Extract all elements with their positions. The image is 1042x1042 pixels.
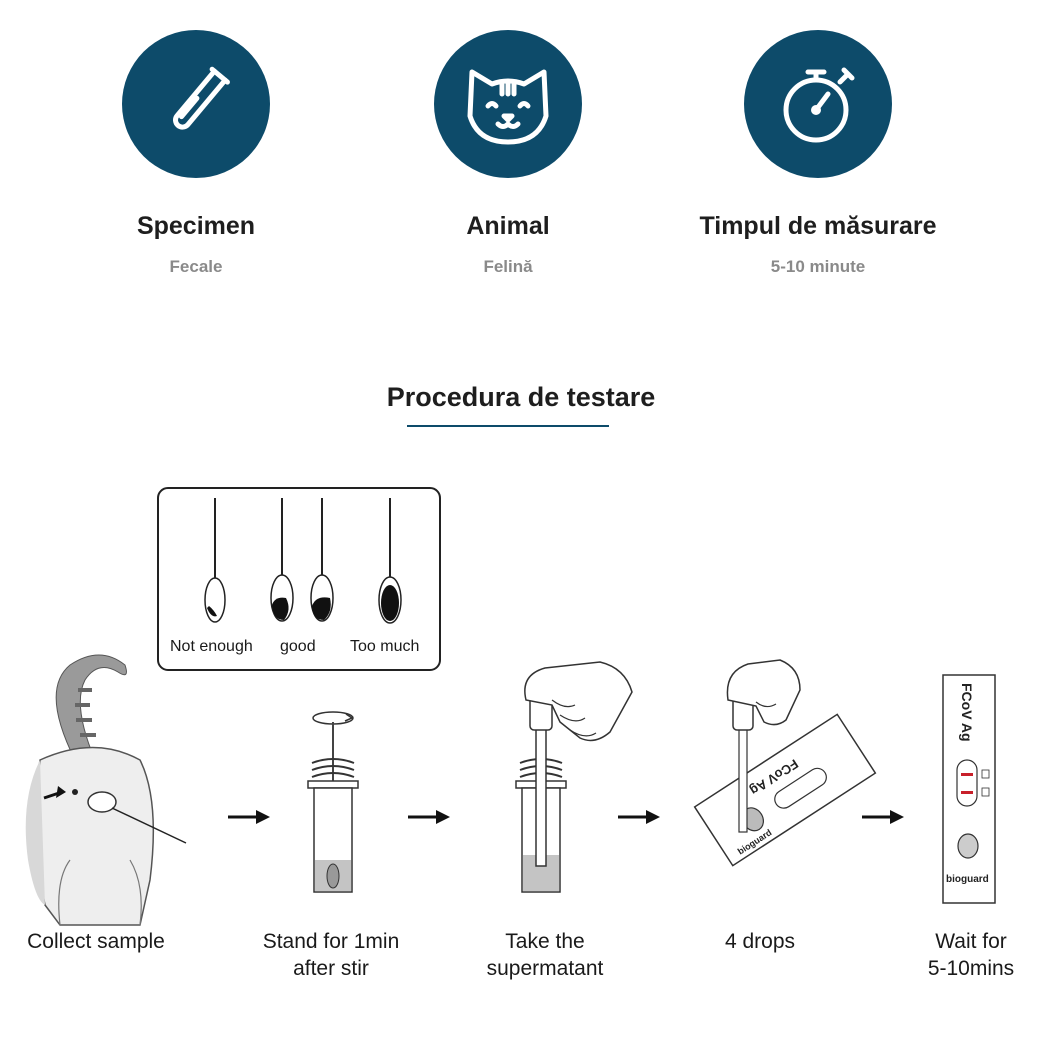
swab-not-enough-icon bbox=[204, 498, 226, 623]
swab-good-icon bbox=[270, 498, 334, 622]
cat-face-icon bbox=[434, 30, 582, 178]
device-label-upright: FCoV Ag bbox=[959, 683, 975, 742]
step-label-4: 4 drops bbox=[724, 930, 796, 953]
feature-specimen: Specimen Fecale bbox=[46, 30, 346, 277]
swab-label-good: good bbox=[280, 638, 316, 655]
feature-animal: Animal Felină bbox=[358, 30, 658, 277]
arrow-4-icon bbox=[862, 810, 904, 824]
swab-label-not-enough: Not enough bbox=[170, 638, 253, 655]
feature-value: 5-10 minute bbox=[770, 257, 866, 276]
test-tube-icon bbox=[122, 30, 270, 178]
test-device-result-illustration: FCoV Ag bioguard bbox=[942, 674, 996, 904]
arrow-2-icon bbox=[408, 810, 450, 824]
feature-value: Felină bbox=[483, 257, 533, 276]
feature-title: Animal bbox=[466, 212, 550, 240]
step-label-1: Collect sample bbox=[27, 930, 165, 953]
device-brand-upright: bioguard bbox=[946, 874, 989, 885]
swab-guide-box bbox=[157, 487, 441, 671]
feature-title: Specimen bbox=[136, 212, 256, 240]
tube-pipette-illustration bbox=[515, 661, 633, 893]
arrow-3-icon bbox=[618, 810, 660, 824]
feature-value: Fecale bbox=[169, 257, 223, 276]
swab-label-too-much: Too much bbox=[350, 638, 420, 655]
title-underline bbox=[407, 425, 609, 427]
feature-time: Timpul de măsurare 5-10 minute bbox=[668, 30, 968, 277]
tube-stir-illustration bbox=[307, 711, 359, 893]
test-device-drops-illustration: FCoV Ag bioguard bbox=[693, 659, 877, 867]
feature-title: Timpul de măsurare bbox=[699, 212, 937, 240]
cat-rear-illustration bbox=[25, 654, 187, 926]
procedure-title: Procedura de testare bbox=[386, 382, 656, 412]
arrow-1-icon bbox=[228, 810, 270, 824]
swab-too-much-icon bbox=[378, 498, 402, 624]
stopwatch-icon bbox=[744, 30, 892, 178]
